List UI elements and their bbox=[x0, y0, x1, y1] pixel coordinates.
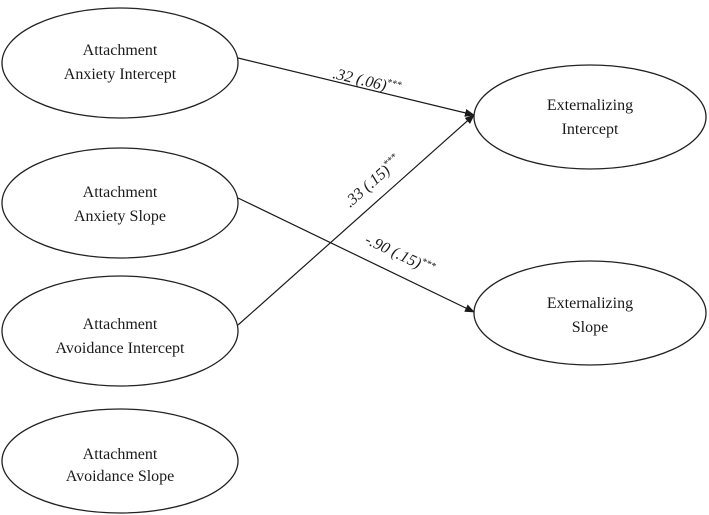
node-externalizing-intercept: Externalizing Intercept bbox=[473, 64, 707, 170]
node-label-line1: Attachment bbox=[83, 184, 158, 201]
path-label-anxiety-intercept: .32 (.06)*** bbox=[331, 64, 403, 98]
path-avoidance-intercept-to-externalizing-intercept bbox=[237, 114, 475, 326]
node-attachment-avoidance-intercept: Attachment Avoidance Intercept bbox=[1, 275, 239, 387]
node-externalizing-slope: Externalizing Slope bbox=[473, 260, 707, 366]
node-label-line2: Anxiety Intercept bbox=[64, 66, 177, 83]
node-label-line2: Avoidance Intercept bbox=[56, 340, 186, 357]
path-label-avoidance-intercept: .33 (.15)*** bbox=[341, 151, 405, 211]
node-attachment-anxiety-slope: Attachment Anxiety Slope bbox=[1, 147, 239, 259]
node-attachment-avoidance-slope: Attachment Avoidance Slope bbox=[1, 408, 239, 514]
node-label-line1: Attachment bbox=[83, 446, 158, 463]
node-label-line1: Externalizing bbox=[547, 295, 633, 312]
node-attachment-anxiety-intercept: Attachment Anxiety Intercept bbox=[1, 7, 239, 119]
path-label-anxiety-slope: -.90 (.15)*** bbox=[362, 230, 437, 279]
node-label-line2: Slope bbox=[572, 319, 608, 336]
node-label-line2: Anxiety Slope bbox=[74, 208, 166, 225]
node-label-line2: Intercept bbox=[562, 121, 619, 138]
node-label-line1: Attachment bbox=[83, 42, 158, 59]
node-label-line1: Attachment bbox=[83, 316, 158, 333]
path-anxiety-slope-to-externalizing-slope bbox=[237, 197, 475, 313]
node-label-line2: Avoidance Slope bbox=[66, 468, 175, 485]
node-label-line1: Externalizing bbox=[547, 97, 633, 114]
path-anxiety-intercept-to-externalizing-intercept bbox=[237, 57, 475, 117]
